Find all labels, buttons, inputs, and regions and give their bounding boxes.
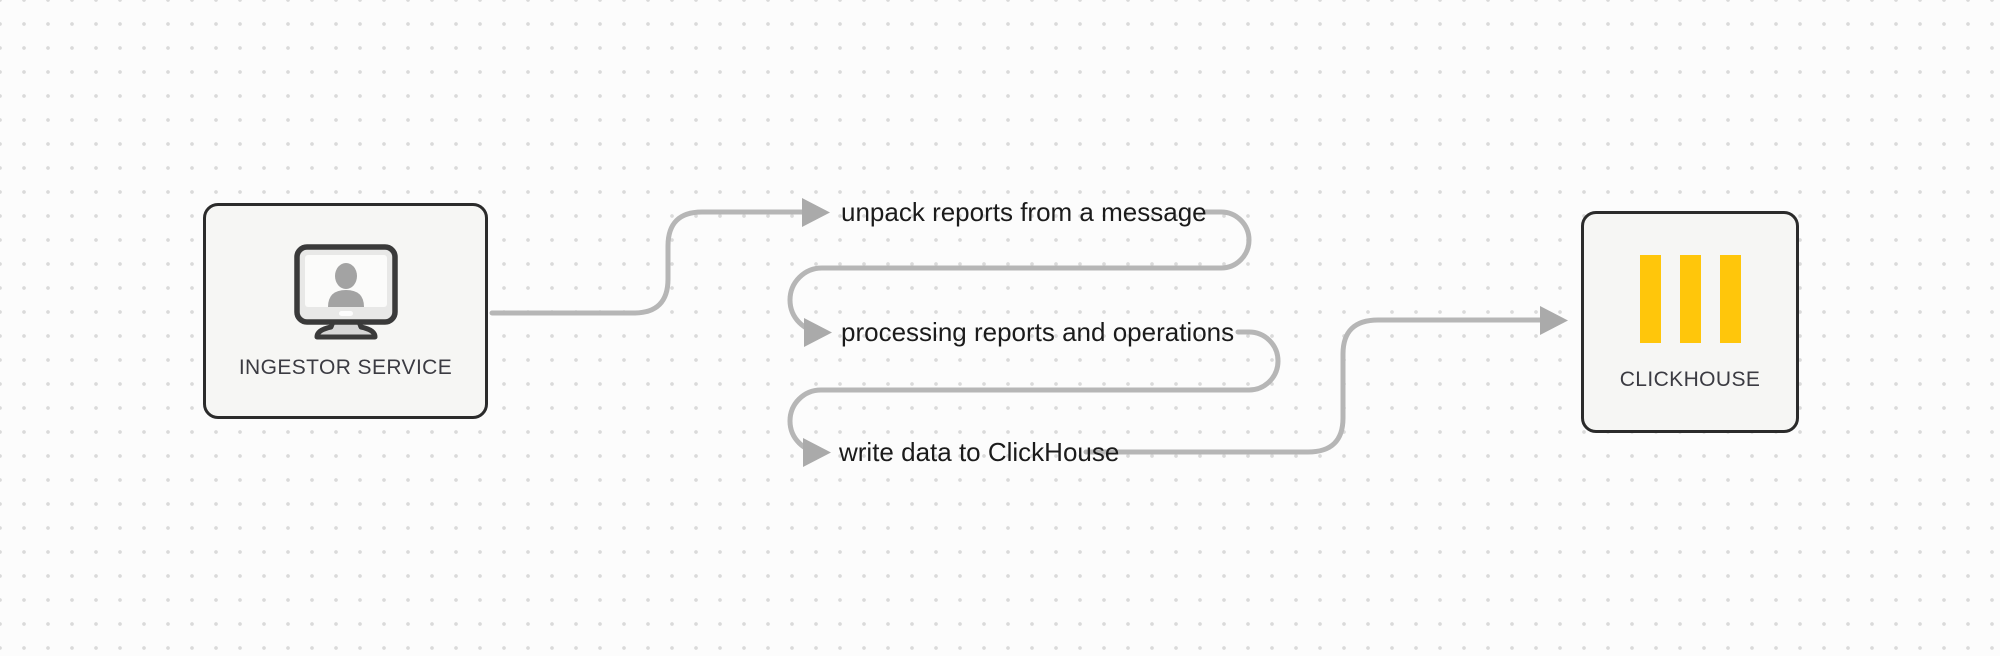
edge-step2-to-step3 [787,329,1281,455]
edge-ingestor-to-step1 [489,209,807,316]
step-label-processing-reports: processing reports and operations [841,317,1235,348]
arrowhead-step2 [804,318,832,347]
arrowhead-clickhouse [1540,306,1568,335]
step-label-write-data: write data to ClickHouse [839,437,1120,468]
user-monitor-icon [293,244,398,340]
node-label-ingestor-service: INGESTOR SERVICE [238,356,453,379]
arrowhead-step1 [802,198,830,227]
node-ingestor-service[interactable]: INGESTOR SERVICE [203,203,488,419]
node-clickhouse[interactable]: CLICKHOUSE [1581,211,1799,433]
step-label-unpack-reports: unpack reports from a message [841,197,1207,228]
node-label-clickhouse: CLICKHOUSE [1619,367,1761,391]
person-silhouette-icon [327,263,364,307]
clickhouse-bar [1639,254,1661,343]
arrowhead-step3 [803,438,831,467]
clickhouse-bar [1719,254,1741,343]
clickhouse-bar [1679,254,1701,343]
edge-step1-to-step2 [787,209,1252,335]
clickhouse-bars-icon [1639,254,1741,343]
